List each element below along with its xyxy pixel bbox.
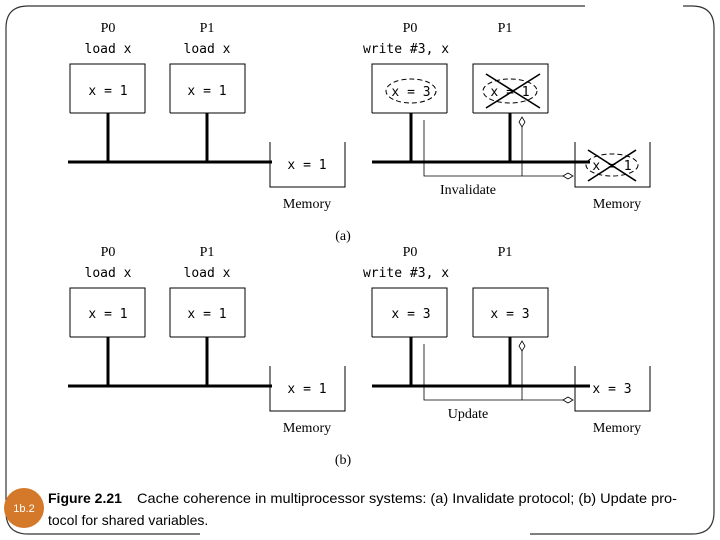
memory-value: x = 3 <box>592 382 631 397</box>
panel-b-left-system: P0 P1 load x load x x = 1 x = 1 x = 1 Me… <box>68 245 346 436</box>
memory-value: x = 1 <box>287 382 326 397</box>
memory-box <box>269 142 346 188</box>
p0-cache-value: x = 1 <box>88 84 127 99</box>
memory-box <box>269 366 346 412</box>
frame-gap-top <box>585 3 683 9</box>
caption-text-line1: Cache coherence in multiprocessor system… <box>137 490 677 506</box>
memory-label: Memory <box>283 421 331 436</box>
p0-cache-value: x = 3 <box>391 307 430 322</box>
update-arrow-to-memory-icon <box>562 396 574 404</box>
slide-frame <box>5 5 715 535</box>
invalidate-signal-path <box>423 120 568 177</box>
p1-label: P1 <box>498 245 513 260</box>
p1-label: P1 <box>498 21 513 36</box>
figure-caption: Figure 2.21 Cache coherence in multiproc… <box>48 490 677 528</box>
memory-box <box>574 366 651 412</box>
p0-instruction: load x <box>85 266 132 281</box>
p1-cache-invalid-ellipse <box>482 78 538 104</box>
p1-cache-value: x = 1 <box>187 307 226 322</box>
memory-label: Memory <box>593 421 641 436</box>
p1-cache-box <box>472 287 549 337</box>
p0-label: P0 <box>403 21 418 36</box>
memory-box <box>574 142 651 188</box>
p1-cache-box <box>472 63 549 113</box>
p0-instruction: write #3, x <box>363 42 449 57</box>
panel-a: P0 P1 load x load x x = 1 x = 1 x = 1 Me… <box>68 21 651 244</box>
panel-b: P0 P1 load x load x x = 1 x = 1 x = 1 Me… <box>68 245 651 468</box>
p1-label: P1 <box>200 245 215 260</box>
update-arrow-to-p1-icon <box>518 340 526 352</box>
p0-label: P0 <box>101 21 116 36</box>
invalidate-arrow-to-p1-icon <box>518 116 526 128</box>
frame-gap-bottom <box>200 531 530 537</box>
p1-cache-box <box>169 63 246 113</box>
p0-cache-box <box>371 287 448 337</box>
bus-signal-label: Invalidate <box>440 183 496 198</box>
invalidate-cross-line <box>485 73 541 109</box>
invalidate-cross-line <box>587 149 637 182</box>
p0-cache-highlight-ellipse <box>385 78 437 104</box>
bus-signal-label: Update <box>448 407 488 422</box>
p1-cache-value: x = 1 <box>187 84 226 99</box>
caption-text-line2: tocol for shared variables. <box>48 512 208 528</box>
panel-a-right-system: P0 P1 write #3, x x = 3 x = 1 Invalidate <box>363 21 651 212</box>
p1-instruction: load x <box>184 42 231 57</box>
p1-cache-value: x = 3 <box>490 307 529 322</box>
p1-instruction: load x <box>184 266 231 281</box>
slide-number-badge <box>4 488 44 528</box>
p1-cache-box <box>169 287 246 337</box>
p0-cache-value: x = 3 <box>391 85 430 100</box>
memory-label: Memory <box>283 197 331 212</box>
p0-label: P0 <box>101 245 116 260</box>
panel-b-label: (b) <box>335 453 352 468</box>
p0-cache-box <box>69 63 146 113</box>
panel-a-label: (a) <box>335 229 351 244</box>
memory-value: x = 1 <box>592 159 631 174</box>
memory-label: Memory <box>593 197 641 212</box>
caption-figure-label: Figure 2.21 <box>48 490 122 506</box>
slide-number: 1b.2 <box>13 503 34 515</box>
panel-a-left-system: P0 P1 load x load x x = 1 x = 1 x = 1 Me… <box>68 21 346 212</box>
p0-cache-box <box>371 63 448 113</box>
panel-b-right-system: P0 P1 write #3, x x = 3 x = 3 Update x =… <box>363 245 651 436</box>
memory-invalid-ellipse <box>585 153 639 177</box>
p0-cache-box <box>69 287 146 337</box>
update-signal-path <box>423 344 568 401</box>
p1-label: P1 <box>200 21 215 36</box>
p0-label: P0 <box>403 245 418 260</box>
invalidate-arrow-to-memory-icon <box>562 172 574 180</box>
memory-value: x = 1 <box>287 158 326 173</box>
p0-cache-value: x = 1 <box>88 307 127 322</box>
p0-instruction: write #3, x <box>363 266 449 281</box>
p0-instruction: load x <box>85 42 132 57</box>
